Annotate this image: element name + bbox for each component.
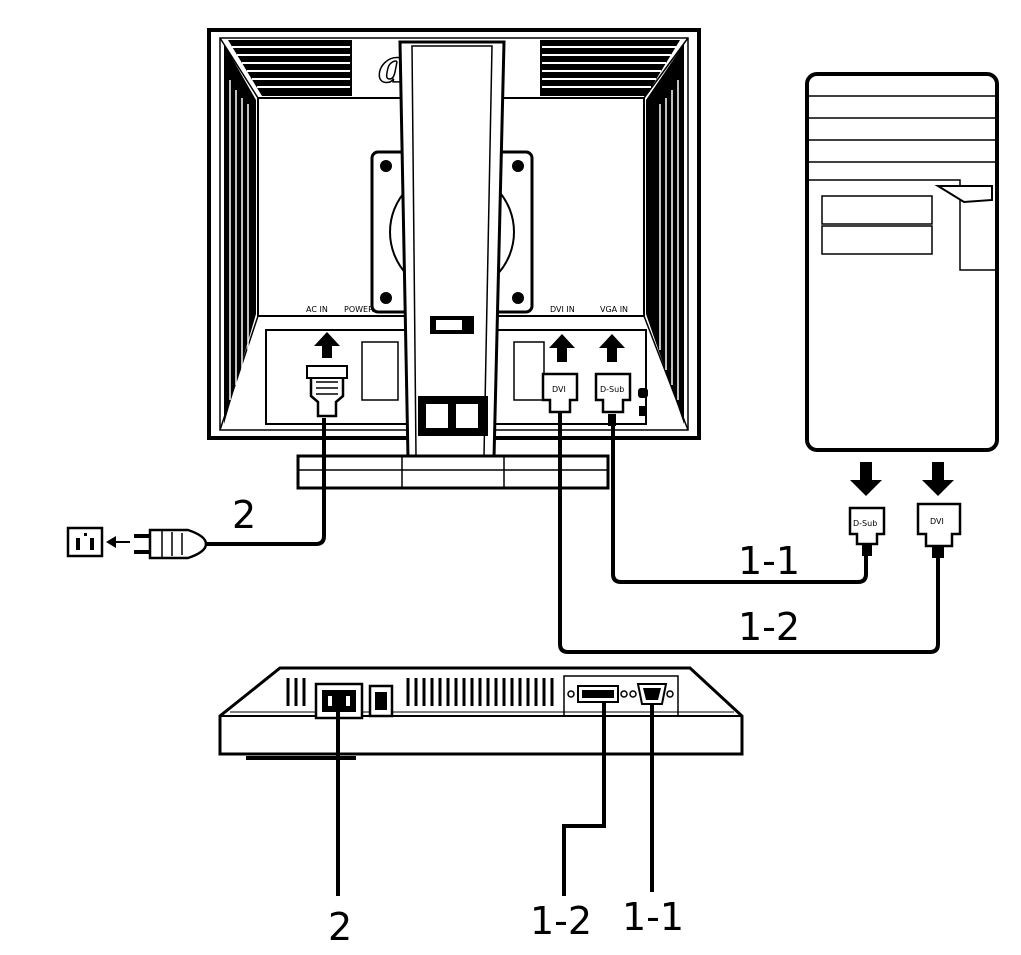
dvi-port	[567, 685, 628, 703]
callout-dsub-cable: 1-1	[738, 539, 800, 583]
stand-neck	[398, 40, 506, 460]
arrow-up-dvi-icon	[549, 334, 575, 362]
power-switch	[368, 684, 394, 718]
wall-outlet-icon	[66, 526, 104, 558]
dsub-connector-pc: D-Sub	[848, 506, 886, 556]
arrow-up-dsub-icon	[599, 334, 625, 362]
dvi-plug-label-monitor: DVI	[552, 385, 566, 394]
callout-power-bottom: 2	[328, 905, 352, 949]
label-vga-in: VGA IN	[600, 305, 628, 314]
dsub-cable	[611, 426, 868, 584]
lock-icon	[638, 388, 648, 416]
arrow-left-outlet-icon	[106, 536, 130, 548]
power-cable	[206, 418, 326, 546]
computer-tower	[805, 72, 999, 452]
dvi-cable	[558, 412, 940, 654]
leader-lines	[336, 702, 654, 896]
monitor-bottom	[218, 666, 744, 760]
dvi-connector-pc: DVI	[916, 502, 962, 558]
dsub-connector-monitor: D-Sub	[594, 372, 632, 426]
top-vents-right	[540, 40, 680, 96]
dvi-connector-monitor: DVI	[541, 372, 579, 414]
power-plug-monitor-end	[306, 365, 348, 418]
arrow-up-power-icon	[314, 332, 340, 358]
callout-dvi-cable: 1-2	[738, 605, 800, 649]
stand-base	[296, 454, 610, 490]
dsub-plug-label-monitor: D-Sub	[600, 385, 624, 394]
callout-dvi-bottom: 1-2	[530, 899, 592, 943]
leader-dvi	[562, 702, 606, 896]
side-vents-right	[646, 44, 684, 424]
callout-power-top: 2	[232, 493, 256, 537]
arrow-down-dvi-icon	[922, 462, 954, 496]
dvi-plug-label-pc: DVI	[930, 517, 944, 526]
monitor-rear: acer AC IN POWER DVI IN VGA IN	[207, 28, 701, 490]
top-vents-left	[228, 40, 352, 96]
vga-port	[629, 683, 674, 705]
label-ac-in: AC IN	[306, 305, 328, 314]
callout-dsub-bottom: 1-1	[622, 895, 684, 939]
label-power: POWER	[344, 305, 374, 314]
bottom-vents	[286, 678, 554, 706]
cables	[206, 412, 940, 654]
arrow-down-dsub-icon	[850, 462, 882, 496]
dsub-plug-label-pc: D-Sub	[853, 519, 877, 528]
label-dvi-in: DVI IN	[550, 305, 575, 314]
side-vents-left	[224, 44, 256, 424]
wall-plug	[134, 528, 208, 560]
ac-inlet	[314, 682, 364, 720]
